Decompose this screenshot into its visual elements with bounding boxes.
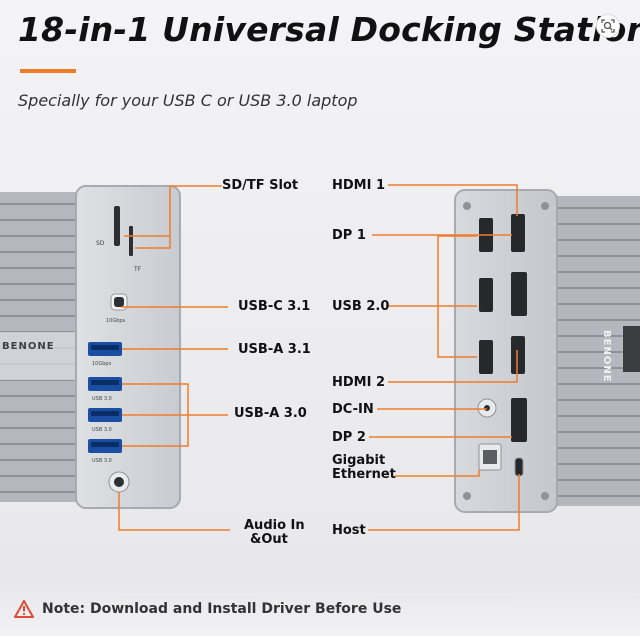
label-dc-in: DC-IN [332, 402, 374, 417]
label-hdmi-2: HDMI 2 [332, 375, 386, 390]
driver-note-text: Note: Download and Install Driver Before… [42, 601, 402, 617]
driver-note: Note: Download and Install Driver Before… [14, 600, 401, 618]
label-usb-a-30: USB-A 3.0 [234, 406, 307, 421]
label-sd-tf-slot: SD/TF Slot [222, 178, 299, 193]
label-ethernet-line2: Ethernet [332, 467, 396, 482]
label-host: Host [332, 523, 366, 538]
tf-marking: TF [134, 266, 142, 273]
label-usb-a-31: USB-A 3.1 [238, 342, 311, 357]
usba30-marking-2: USB 3.0 [92, 427, 112, 433]
right-dock-side-panel [454, 189, 640, 513]
usbc-speed-marking: 10Gbps [106, 318, 126, 324]
sd-marking: SD [96, 240, 105, 247]
label-audio-line1: Audio In [244, 518, 305, 533]
page-title: 18-in-1 Universal Docking Station [18, 10, 640, 49]
title-accent-bar [20, 69, 76, 73]
visual-search-icon[interactable] [596, 14, 620, 38]
label-hdmi-1: HDMI 1 [332, 178, 386, 193]
usba31-speed-marking: 10Gbps [92, 361, 112, 367]
page-subtitle: Specially for your USB C or USB 3.0 lapt… [18, 91, 358, 110]
usba30-marking-1: USB 3.0 [92, 396, 112, 402]
label-dp-2: DP 2 [332, 430, 366, 445]
left-brand-text: BENONE [2, 341, 55, 352]
usba30-marking-3: USB 3.0 [92, 458, 112, 464]
footer-band [0, 586, 640, 636]
warning-triangle-icon [14, 600, 34, 618]
label-dp-1: DP 1 [332, 228, 366, 243]
left-dock-side-panel [0, 185, 181, 509]
heat-fins-right [553, 207, 640, 497]
label-audio-line2: &Out [250, 532, 288, 547]
label-usb-c-31: USB-C 3.1 [238, 299, 311, 314]
label-ethernet-line1: Gigabit [332, 453, 386, 468]
label-usb-20: USB 2.0 [332, 299, 390, 314]
